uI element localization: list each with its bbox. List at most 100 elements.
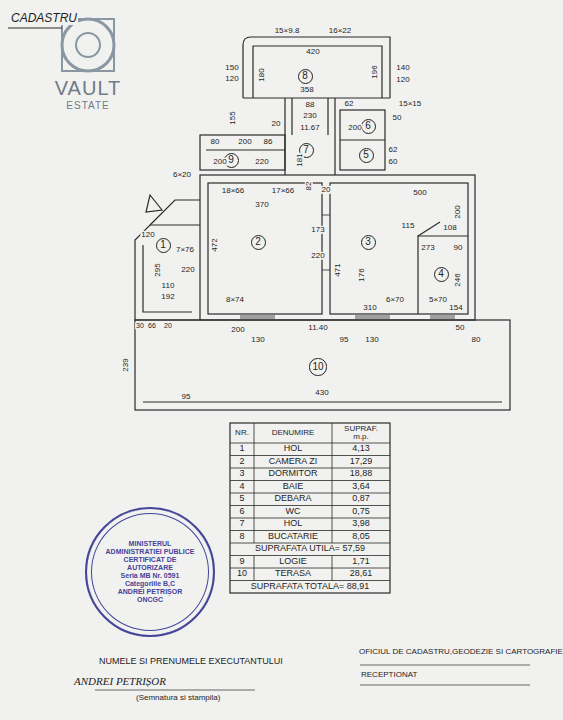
stamp-text: Categoriile B,C bbox=[125, 580, 175, 588]
stamp-text: CERTIFICAT DE AUTORIZARE bbox=[104, 556, 196, 572]
watermark: ESTATE bbox=[65, 101, 110, 112]
table-cell: 4 bbox=[238, 482, 245, 491]
logo-frame bbox=[62, 19, 114, 71]
dimension: 246 bbox=[454, 272, 462, 287]
footer-text: NUMELE SI PRENUMELE EXECUTANTULUI bbox=[98, 657, 284, 666]
dimension: 95 bbox=[181, 393, 192, 401]
dimension: 18×66 bbox=[221, 187, 245, 195]
dimension: 200 bbox=[347, 124, 362, 132]
dimension: 90 bbox=[453, 244, 464, 252]
table-cell: DEBARA bbox=[273, 495, 312, 504]
dimension: 62 bbox=[388, 146, 399, 154]
footer-text: (Semnatura si stampila) bbox=[135, 694, 221, 702]
dimension: 120 bbox=[140, 231, 155, 239]
room-callout: 5 bbox=[359, 148, 374, 163]
loggia-wall bbox=[206, 149, 285, 150]
dimension: 82 bbox=[305, 181, 313, 192]
dimension: 200 bbox=[230, 326, 245, 334]
table-cell: 3,64 bbox=[351, 482, 371, 491]
table-cell: 1,71 bbox=[351, 557, 371, 566]
table-cell: 0,87 bbox=[351, 495, 371, 504]
dimension: 86 bbox=[263, 138, 274, 146]
table-cell: DENUMIRE bbox=[271, 429, 316, 437]
dimension: 150 bbox=[224, 64, 239, 72]
terrace-wall bbox=[135, 320, 510, 410]
dimension: 230 bbox=[302, 112, 317, 120]
dimension: 200 bbox=[212, 158, 227, 166]
small-rooms-wall bbox=[340, 139, 385, 140]
table-cell: 4,13 bbox=[351, 445, 371, 454]
table-cell: 9 bbox=[238, 557, 245, 566]
kitchen-wall bbox=[253, 46, 382, 98]
table-cell: BUCATARIE bbox=[267, 532, 319, 541]
table-cell: SUPRAFATA UTILA= 57,59 bbox=[254, 545, 366, 554]
dimension: 6×70 bbox=[385, 296, 405, 304]
dimension: 95 bbox=[339, 336, 350, 344]
table-cell: HOL bbox=[283, 445, 304, 454]
table-cell: 5 bbox=[238, 495, 245, 504]
callout-number: 4 bbox=[438, 269, 444, 279]
dimension: 220 bbox=[254, 158, 269, 166]
table-cell: WC bbox=[285, 507, 302, 516]
dimension: 88 bbox=[305, 101, 316, 109]
bedroom-wall bbox=[330, 183, 468, 314]
door-swing bbox=[418, 222, 440, 236]
dimension: 108 bbox=[442, 224, 457, 232]
dimension: 110 bbox=[161, 282, 176, 290]
table-cell: 1 bbox=[238, 445, 245, 454]
callout-number: 6 bbox=[365, 121, 371, 131]
dimension: 8×74 bbox=[225, 296, 245, 304]
table-cell: SUPRAF. m.p. bbox=[335, 425, 387, 442]
dimension: 11.40 bbox=[307, 324, 328, 332]
room-callout: 2 bbox=[251, 235, 266, 250]
footer-text: ANDREI PETRIȘOR bbox=[73, 676, 167, 688]
dimension: 472 bbox=[211, 237, 219, 252]
dimension: 154 bbox=[448, 304, 463, 312]
dimension: 430 bbox=[314, 389, 329, 397]
dimension: 192 bbox=[160, 293, 175, 301]
dimension: 370 bbox=[254, 201, 269, 209]
room-callout: 3 bbox=[361, 235, 376, 250]
title-underline bbox=[8, 27, 62, 28]
table-cell: TERASA bbox=[274, 570, 312, 579]
hall-wall bbox=[143, 245, 192, 312]
dimension: 6×20 bbox=[172, 171, 192, 179]
table-cell: 17,29 bbox=[349, 457, 374, 466]
room-callout: 6 bbox=[361, 119, 376, 134]
dimension: 420 bbox=[305, 48, 320, 56]
dimension: 62 bbox=[344, 100, 355, 108]
hall-wall bbox=[285, 98, 335, 175]
table-cell: LOGIE bbox=[278, 557, 308, 566]
footer-text: RECEPTIONAT bbox=[360, 671, 418, 679]
outer-wall bbox=[200, 175, 475, 320]
callout-number: 3 bbox=[365, 237, 371, 247]
table-cell: 28,61 bbox=[349, 570, 374, 579]
dimension: 15×9.8 bbox=[274, 27, 301, 35]
table-cell: 3,98 bbox=[351, 520, 371, 529]
dimension: 20 bbox=[271, 120, 282, 128]
dimension: 471 bbox=[334, 262, 342, 277]
dimension: 11.67 bbox=[299, 124, 320, 132]
table-cell: BAIE bbox=[282, 482, 305, 491]
dimension: 196 bbox=[371, 64, 379, 79]
callout-number: 8 bbox=[302, 71, 308, 81]
walls bbox=[8, 19, 530, 690]
table-cell: 10 bbox=[236, 570, 248, 579]
dimension: 80 bbox=[210, 138, 221, 146]
dimension: 80 bbox=[471, 336, 482, 344]
dimension: 200 bbox=[237, 138, 252, 146]
table-cell: 0,75 bbox=[351, 507, 371, 516]
callout-number: 10 bbox=[312, 362, 323, 372]
title: CADASTRU bbox=[10, 12, 78, 25]
dimension: 66 bbox=[147, 322, 157, 329]
table-cell: 3 bbox=[238, 470, 245, 479]
logo-ring bbox=[62, 19, 114, 71]
north-symbol bbox=[146, 195, 162, 212]
callout-number: 1 bbox=[160, 240, 166, 250]
table-cell: CAMERA ZI bbox=[268, 457, 319, 466]
table-cell: SUPRAFATA TOTALA= 88,91 bbox=[250, 582, 370, 591]
table-column-line bbox=[254, 423, 332, 581]
room-callout: 1 bbox=[156, 238, 171, 253]
dimension: 16×22 bbox=[328, 27, 352, 35]
dimension: 115 bbox=[401, 222, 416, 230]
